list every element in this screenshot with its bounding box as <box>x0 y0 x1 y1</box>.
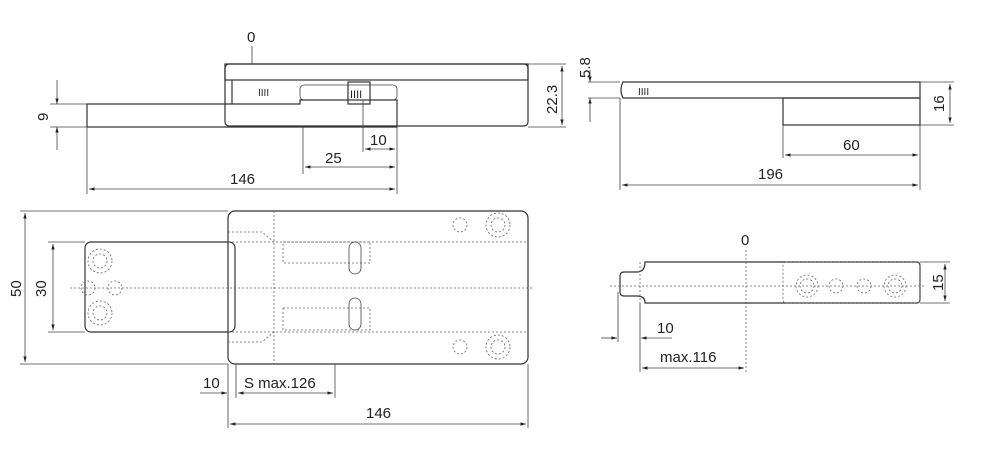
slider-block <box>347 81 371 105</box>
profile-foot <box>782 97 921 126</box>
zero-label: 0 <box>247 29 255 46</box>
dim-stroke: S max.126 <box>244 375 316 392</box>
dim-5-8: 5.8 <box>577 57 594 78</box>
dim-16: 16 <box>931 95 948 112</box>
upper-hatch <box>224 63 529 81</box>
dim-25: 25 <box>325 150 342 167</box>
rail-view: 0 15 10 max.116 <box>601 232 950 372</box>
dim-50: 50 <box>8 280 25 297</box>
end-view: IIII 5.8 16 60 196 <box>577 57 954 190</box>
upper-body <box>224 63 529 127</box>
marks: IIII <box>638 87 649 98</box>
dim-9: 9 <box>35 113 52 121</box>
top-view: 50 30 10 S max.126 146 <box>8 210 532 428</box>
zero-label: 0 <box>741 232 749 249</box>
dim-196: 196 <box>758 166 783 183</box>
dim-60: 60 <box>843 137 860 154</box>
block-marks: IIII <box>350 89 362 101</box>
rail <box>619 261 921 304</box>
dim-22-3: 22.3 <box>544 85 561 114</box>
profile-bar <box>620 81 921 99</box>
dim-10: 10 <box>203 375 220 392</box>
marks: IIII <box>258 88 269 99</box>
dim-15: 15 <box>930 274 947 291</box>
side-view: IIII IIII 0 22.3 9 146 25 10 <box>35 29 566 194</box>
dim-146: 146 <box>366 405 391 422</box>
tab <box>84 241 236 333</box>
dim-10: 10 <box>657 320 674 337</box>
dim-max-116: max.116 <box>660 349 716 366</box>
dim-30: 30 <box>33 280 50 297</box>
dim-10: 10 <box>370 132 387 149</box>
plate <box>227 210 529 365</box>
dim-146: 146 <box>230 171 255 188</box>
